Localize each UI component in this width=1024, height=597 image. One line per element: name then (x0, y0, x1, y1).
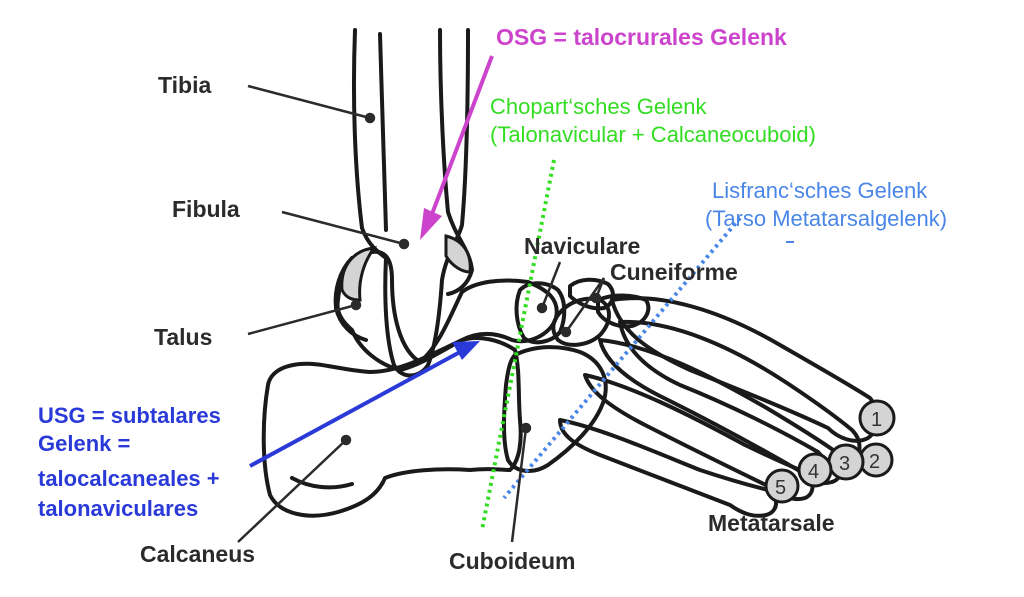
usg-label-line1: USG = subtalares (38, 403, 221, 428)
cuneiforme-leader-dot-a (560, 326, 572, 338)
tibia-leader (247, 84, 371, 120)
cuboideum-label: Cuboideum (449, 548, 576, 574)
calcaneus-bone (261, 336, 523, 518)
metatarsale-label: Metatarsale (708, 510, 835, 536)
toe-head-5 (764, 468, 800, 504)
cuneiforme-leader-a (564, 277, 606, 333)
talus-leader (247, 303, 357, 336)
cuboideum-leader (510, 427, 528, 543)
metatarsal-1 (610, 296, 880, 443)
toe-number-4: 4 (808, 461, 819, 483)
metatarsal-3 (598, 338, 845, 485)
osg-arrow-shaft (430, 55, 494, 215)
chopart-label-line2: (Talonavicular + Calcaneocuboid) (490, 122, 816, 147)
naviculare-bone (514, 281, 567, 345)
lisfranc-label-line2: (Tarso Metatarsalgelenk) (705, 206, 948, 231)
osg-label: OSG = talocrurales Gelenk (496, 24, 787, 50)
metatarsal-5 (558, 418, 778, 518)
tibia-bone (351, 28, 470, 378)
tibia-leader-dot (364, 112, 376, 124)
talus-leader-dot (350, 299, 362, 311)
toe-number-3: 3 (839, 453, 850, 475)
ankle-cartilage-medial (340, 246, 378, 302)
tibia-label: Tibia (158, 72, 212, 98)
cuneiforme-bone-3 (596, 293, 651, 329)
naviculare-leader-dot (536, 302, 548, 314)
fibula-leader (281, 210, 405, 246)
cuneiforme-label: Cuneiforme (610, 259, 738, 285)
toe-number-2: 2 (869, 451, 880, 473)
calcaneus-leader-dot (340, 434, 352, 446)
toe-number-1: 1 (871, 409, 882, 431)
cuboideum-leader-dot (520, 422, 532, 434)
calcaneus-label: Calcaneus (140, 541, 256, 567)
fibula-leader-dot (398, 238, 410, 250)
chopart-joint-line (480, 159, 556, 531)
fibula-label: Fibula (172, 196, 240, 222)
usg-arrow-shaft (249, 350, 461, 468)
cuboideum-bone (502, 345, 608, 473)
cuneiforme-leader-dot-b (590, 292, 602, 304)
talus-label: Talus (154, 324, 213, 350)
chopart-label-line1: Chopart‘sches Gelenk (490, 94, 707, 119)
lisfranc-label-line1: Lisfranc‘sches Gelenk (712, 178, 928, 203)
tibia-medullary-line (378, 32, 388, 232)
naviculare-leader (540, 261, 562, 309)
usg-label-line2: Gelenk = (38, 431, 131, 456)
calcaneus-groove (290, 476, 354, 490)
cuneiforme-bone-1 (551, 296, 611, 347)
naviculare-label: Naviculare (524, 233, 641, 259)
toe-number-5: 5 (775, 477, 786, 499)
ankle-cartilage-lateral (444, 234, 472, 274)
metatarsal-4 (583, 373, 815, 501)
osg-arrow-head (420, 208, 442, 240)
usg-label-line3: talocalcaneales + (38, 466, 220, 491)
toe-head-4 (797, 452, 833, 488)
usg-label-line4: talonaviculares (38, 496, 199, 521)
toe-head-1 (858, 399, 896, 437)
calcaneus-leader (237, 439, 347, 543)
usg-arrow-head (452, 341, 480, 360)
fibula-bone (438, 28, 474, 296)
lisfranc-joint-line (502, 216, 742, 500)
